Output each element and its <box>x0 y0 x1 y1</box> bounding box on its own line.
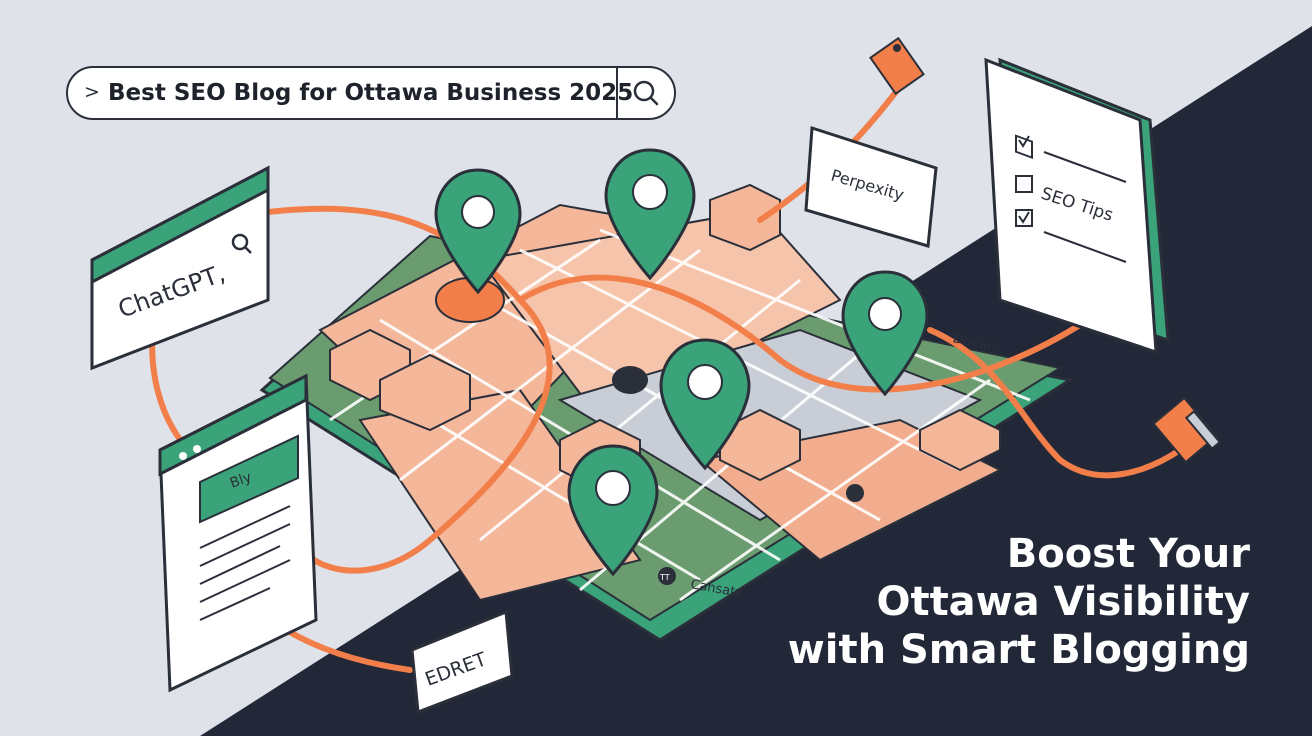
search-button[interactable] <box>616 68 674 118</box>
blog-browser-window[interactable]: Bly <box>158 373 318 693</box>
blog-text-lines <box>199 505 291 621</box>
search-icon <box>231 233 252 254</box>
window-dot-icon <box>193 445 201 453</box>
map-marker-dot <box>658 567 676 585</box>
map-pin-5[interactable] <box>567 444 659 577</box>
map-marker-dot-2 <box>846 484 864 502</box>
search-icon <box>633 80 659 106</box>
plug-connector-top <box>869 36 925 96</box>
plug-connector-right <box>1152 396 1222 464</box>
blog-tag-label: Bly <box>228 469 254 491</box>
central-dome <box>612 366 648 394</box>
chevron-right-icon: > <box>84 81 100 103</box>
edret-card[interactable]: EDRET <box>410 609 514 715</box>
check-icon <box>1018 211 1030 224</box>
map-pin-2[interactable] <box>604 148 696 281</box>
map-pin-1[interactable] <box>434 168 522 295</box>
map-pin-4[interactable] <box>659 338 751 471</box>
seo-tips-checklist-card[interactable]: SEO Tips <box>984 57 1170 355</box>
map-label-code: TT <box>659 573 670 582</box>
check-icon <box>1018 135 1030 148</box>
headline-line-3: with Smart Blogging <box>787 627 1250 673</box>
headline: Boost Your Ottawa Visibility with Smart … <box>788 530 1250 674</box>
window-dot-icon <box>179 452 187 460</box>
headline-line-1: Boost Your <box>1006 531 1250 577</box>
perplexity-card[interactable]: Perpexity <box>804 125 938 248</box>
headline-line-2: Ottawa Visibility <box>876 579 1250 625</box>
chatgpt-card[interactable]: ChatGPT, <box>90 165 270 371</box>
search-bar[interactable]: > Best SEO Blog for Ottawa Business 2025 <box>66 66 676 120</box>
map-pin-3[interactable] <box>841 270 929 397</box>
search-query[interactable]: Best SEO Blog for Ottawa Business 2025 <box>108 80 634 106</box>
